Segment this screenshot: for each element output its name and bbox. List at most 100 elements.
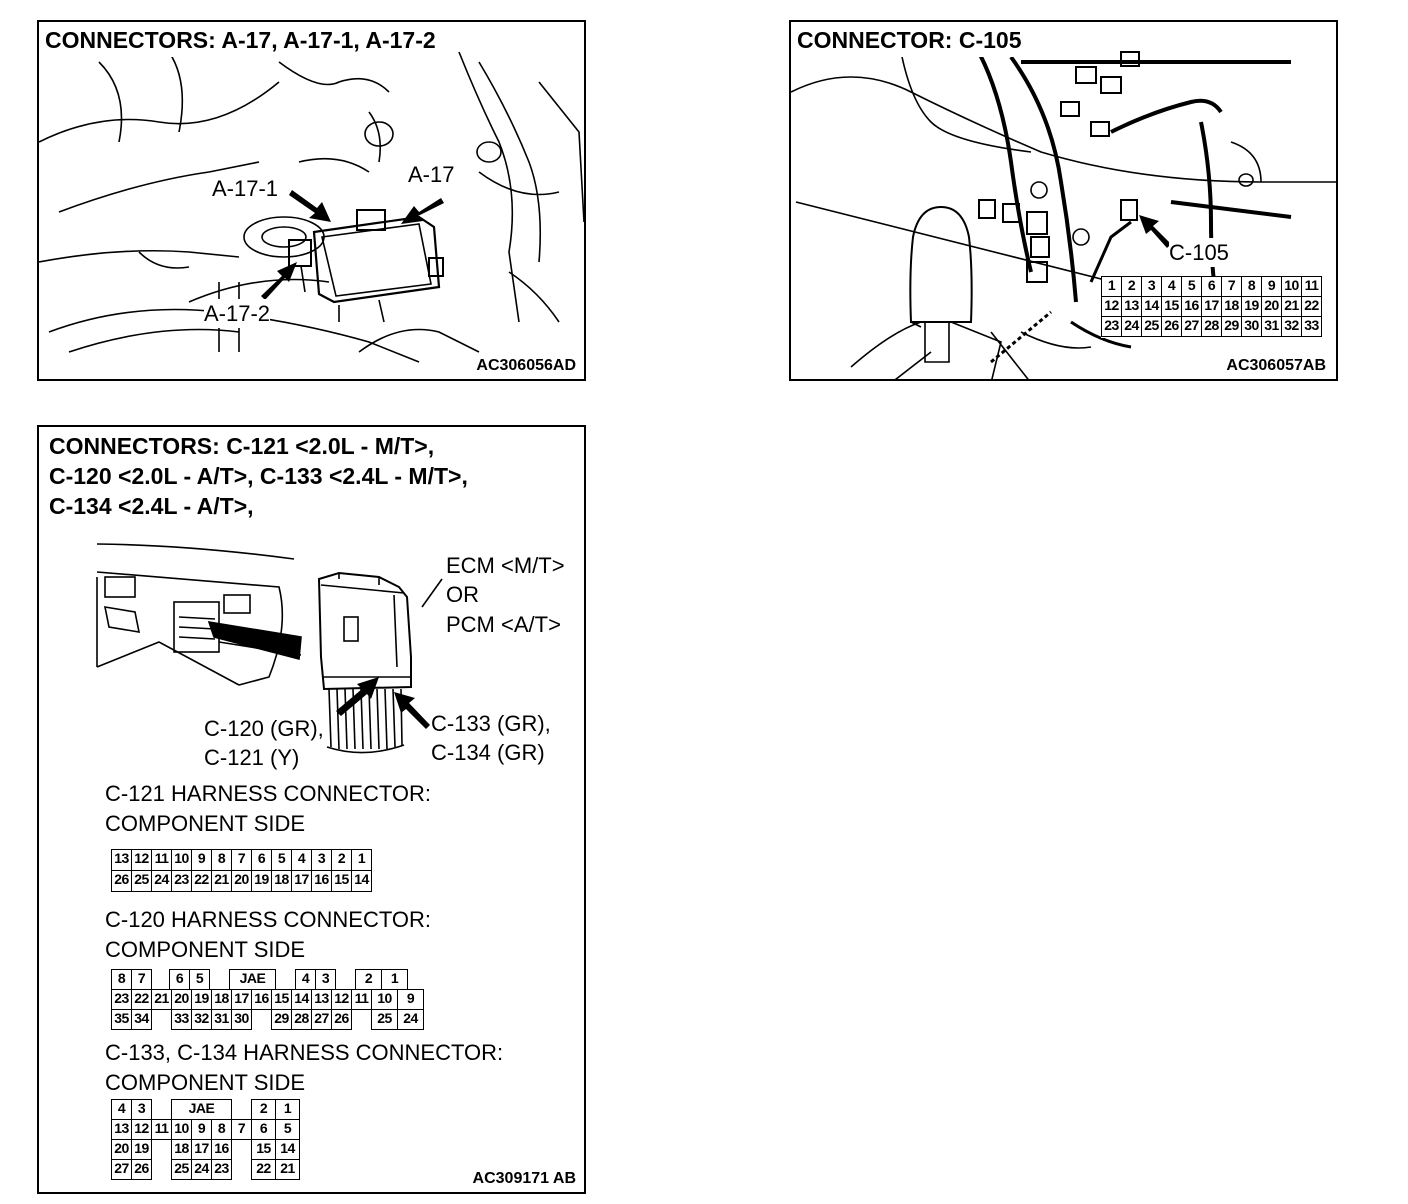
connector-pin: 27 — [1181, 316, 1202, 337]
connector-pin: 32 — [191, 1009, 212, 1030]
connector-pin: 16 — [311, 870, 332, 892]
connector-pin: 14 — [291, 989, 312, 1010]
connector-pin: 1 — [275, 1099, 300, 1120]
panel-ecm-connectors: CONNECTORS: C-121 <2.0L - M/T>, C-120 <2… — [37, 425, 586, 1194]
connector-pin: JAE — [229, 969, 276, 990]
connector-pin: 5 — [1181, 276, 1202, 297]
connector-pin: 26 — [111, 870, 132, 892]
connector-pin: 1 — [381, 969, 408, 990]
connector-pin: 10 — [1281, 276, 1302, 297]
connector-pin: 25 — [1141, 316, 1162, 337]
label-pcm: PCM <A/T> — [446, 612, 561, 637]
connector-pin: 18 — [171, 1139, 192, 1160]
connector-pin: 25 — [171, 1159, 192, 1180]
figure-code: AC309171 AB — [472, 1170, 576, 1187]
c121-heading: C-121 HARNESS CONNECTOR: — [105, 781, 431, 806]
panel-title-line2: C-120 <2.0L - A/T>, C-133 <2.4L - M/T>, — [49, 460, 468, 493]
connector-pin: 9 — [1261, 276, 1282, 297]
connector-pin: 8 — [1241, 276, 1262, 297]
connector-pin: JAE — [171, 1099, 232, 1120]
connector-pin: 31 — [1261, 316, 1282, 337]
connector-pin: 20 — [171, 989, 192, 1010]
connector-pin: 18 — [271, 870, 292, 892]
connector-pin: 12 — [131, 849, 152, 871]
connector-pin: 29 — [271, 1009, 292, 1030]
connector-pin: 6 — [1201, 276, 1222, 297]
connector-pin: 14 — [1141, 296, 1162, 317]
label-or: OR — [446, 582, 479, 607]
label-c133: C-133 (GR), — [431, 711, 551, 736]
connector-pin: 26 — [331, 1009, 352, 1030]
connector-pin: 20 — [1261, 296, 1282, 317]
c120-heading: C-120 HARNESS CONNECTOR: — [105, 907, 431, 932]
panel-title: CONNECTOR: C-105 — [797, 24, 1026, 57]
connector-pin: 11 — [351, 989, 372, 1010]
connector-pin: 10 — [171, 849, 192, 871]
connector-pin: 14 — [275, 1139, 300, 1160]
connector-pin: 13 — [1121, 296, 1142, 317]
connector-pin: 7 — [1221, 276, 1242, 297]
connector-pin: 1 — [1101, 276, 1122, 297]
connector-pin: 7 — [131, 969, 152, 990]
connector-pin: 34 — [131, 1009, 152, 1030]
connector-pin: 21 — [151, 989, 172, 1010]
connector-pin: 21 — [1281, 296, 1302, 317]
connector-pin: 22 — [1301, 296, 1322, 317]
connector-pin: 25 — [131, 870, 152, 892]
connector-pin: 17 — [1201, 296, 1222, 317]
connector-pin: 28 — [291, 1009, 312, 1030]
label-c120: C-120 (GR), — [204, 716, 324, 741]
c133-subheading: COMPONENT SIDE — [105, 1070, 306, 1095]
label-a17: A-17 — [408, 160, 455, 189]
connector-pin: 13 — [111, 849, 132, 871]
connector-pin: 15 — [271, 989, 292, 1010]
connector-pin: 22 — [251, 1159, 276, 1180]
label-ecm: ECM <M/T> — [446, 553, 565, 578]
connector-pin: 19 — [1241, 296, 1262, 317]
connector-pin: 30 — [231, 1009, 252, 1030]
engine-bay-illustration — [39, 51, 584, 363]
panel-title-line3: C-134 <2.4L - A/T>, — [49, 490, 254, 523]
connector-pin: 26 — [131, 1159, 152, 1180]
harness-illustration — [791, 46, 1336, 379]
connector-pin: 21 — [275, 1159, 300, 1180]
connector-pin: 32 — [1281, 316, 1302, 337]
c121-subheading: COMPONENT SIDE — [105, 811, 306, 836]
connector-pin: 4 — [1161, 276, 1182, 297]
panel-title: CONNECTORS: A-17, A-17-1, A-17-2 — [45, 24, 440, 57]
connector-pin: 35 — [111, 1009, 132, 1030]
connector-pin: 14 — [351, 870, 372, 892]
panel-a17-connectors: CONNECTORS: A-17, A-17-1, A-17-2 A-17-1 … — [37, 20, 586, 381]
connector-pin: 15 — [1161, 296, 1182, 317]
connector-pin: 19 — [131, 1139, 152, 1160]
connector-pin: 31 — [211, 1009, 232, 1030]
connector-pin: 19 — [251, 870, 272, 892]
label-a17-2: A-17-2 — [204, 299, 271, 328]
connector-pin: 10 — [171, 1119, 192, 1140]
figure-code: AC306057AB — [1226, 357, 1326, 374]
connector-pin: 24 — [1121, 316, 1142, 337]
connector-pin: 15 — [251, 1139, 276, 1160]
connector-pin: 16 — [1181, 296, 1202, 317]
connector-pin: 27 — [111, 1159, 132, 1180]
c133-heading: C-133, C-134 HARNESS CONNECTOR: — [105, 1040, 504, 1065]
connector-pin: 18 — [211, 989, 232, 1010]
connector-pin: 2 — [1121, 276, 1142, 297]
connector-pin: 12 — [1101, 296, 1122, 317]
connector-pin: 30 — [1241, 316, 1262, 337]
connector-pin: 23 — [1101, 316, 1122, 337]
c120-subheading: COMPONENT SIDE — [105, 937, 306, 962]
panel-title-line1: CONNECTORS: C-121 <2.0L - M/T>, — [49, 430, 435, 463]
connector-pin: 17 — [231, 989, 252, 1010]
connector-pin: 28 — [1201, 316, 1222, 337]
connector-pin: 33 — [1301, 316, 1322, 337]
label-a17-1: A-17-1 — [212, 174, 279, 203]
connector-pin: 24 — [191, 1159, 212, 1180]
connector-pin: 29 — [1221, 316, 1242, 337]
label-c105: C-105 — [1169, 238, 1229, 267]
